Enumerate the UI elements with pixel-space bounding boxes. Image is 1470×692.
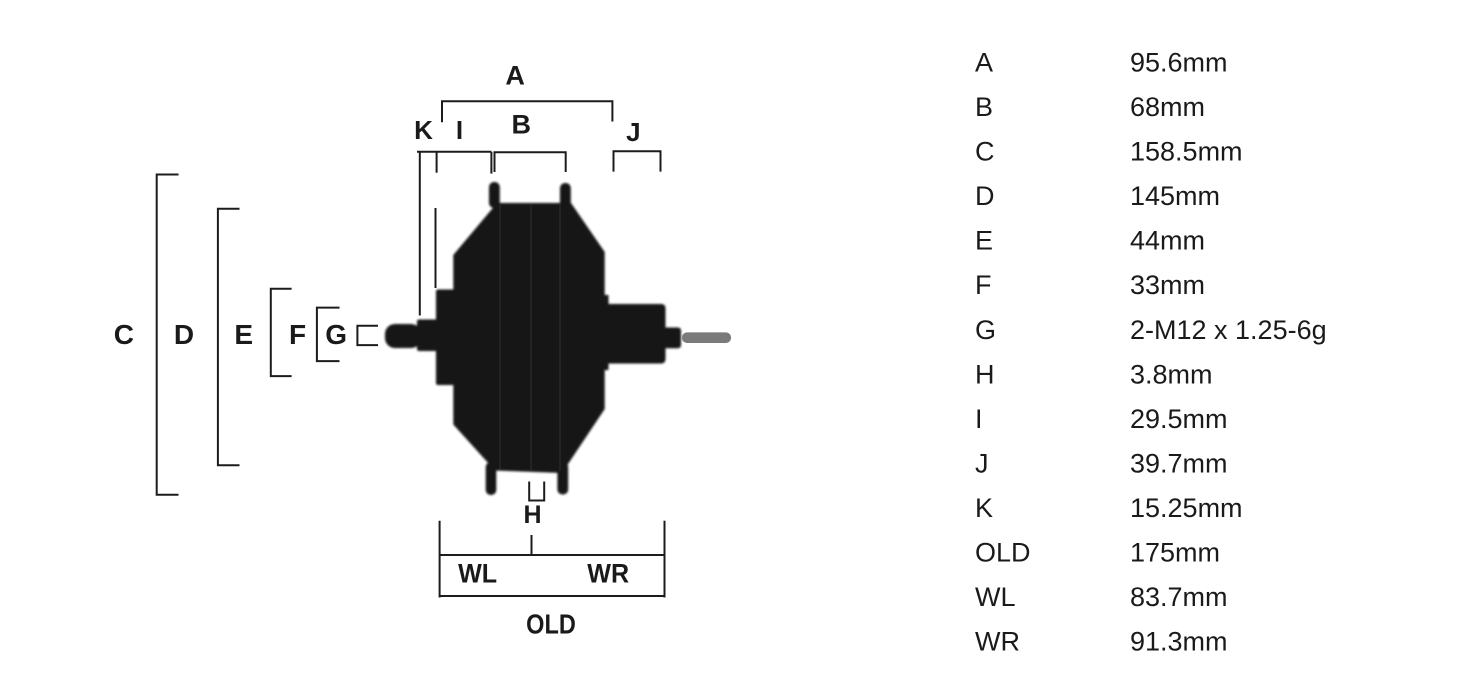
svg-text:A: A (505, 61, 525, 91)
svg-text:B: B (975, 92, 993, 122)
svg-text:WL: WL (458, 558, 497, 589)
svg-text:15.25mm: 15.25mm (1130, 493, 1243, 523)
svg-text:H: H (523, 501, 541, 529)
svg-text:G: G (325, 319, 347, 350)
svg-text:J: J (975, 449, 989, 479)
svg-text:29.5mm: 29.5mm (1130, 404, 1228, 434)
svg-text:K: K (975, 493, 993, 523)
svg-text:3.8mm: 3.8mm (1130, 360, 1213, 390)
svg-text:175mm: 175mm (1130, 538, 1220, 568)
svg-text:E: E (234, 319, 253, 350)
svg-text:B: B (511, 110, 531, 140)
svg-text:F: F (289, 319, 306, 350)
svg-text:WR: WR (587, 558, 629, 589)
svg-text:I: I (456, 115, 463, 145)
svg-text:H: H (975, 360, 995, 390)
svg-text:OLD: OLD (526, 609, 576, 639)
svg-text:158.5mm: 158.5mm (1130, 137, 1243, 167)
svg-text:39.7mm: 39.7mm (1130, 449, 1228, 479)
svg-text:83.7mm: 83.7mm (1130, 582, 1228, 612)
svg-text:68mm: 68mm (1130, 92, 1205, 122)
svg-text:J: J (626, 117, 640, 147)
svg-text:G: G (975, 315, 996, 345)
svg-text:D: D (975, 181, 995, 211)
svg-text:145mm: 145mm (1130, 181, 1220, 211)
svg-text:33mm: 33mm (1130, 270, 1205, 300)
svg-text:F: F (975, 270, 992, 300)
svg-text:E: E (975, 226, 993, 256)
svg-text:WR: WR (975, 627, 1020, 657)
svg-text:OLD: OLD (975, 538, 1031, 568)
svg-text:WL: WL (975, 582, 1016, 612)
svg-text:I: I (975, 404, 983, 434)
svg-text:2-M12 x 1.25-6g: 2-M12 x 1.25-6g (1130, 315, 1327, 345)
svg-text:C: C (975, 137, 995, 167)
svg-text:44mm: 44mm (1130, 226, 1205, 256)
svg-text:D: D (174, 319, 194, 350)
svg-text:91.3mm: 91.3mm (1130, 627, 1228, 657)
svg-text:K: K (414, 115, 433, 145)
svg-text:C: C (114, 319, 134, 350)
svg-text:95.6mm: 95.6mm (1130, 48, 1228, 78)
svg-text:A: A (975, 48, 993, 78)
